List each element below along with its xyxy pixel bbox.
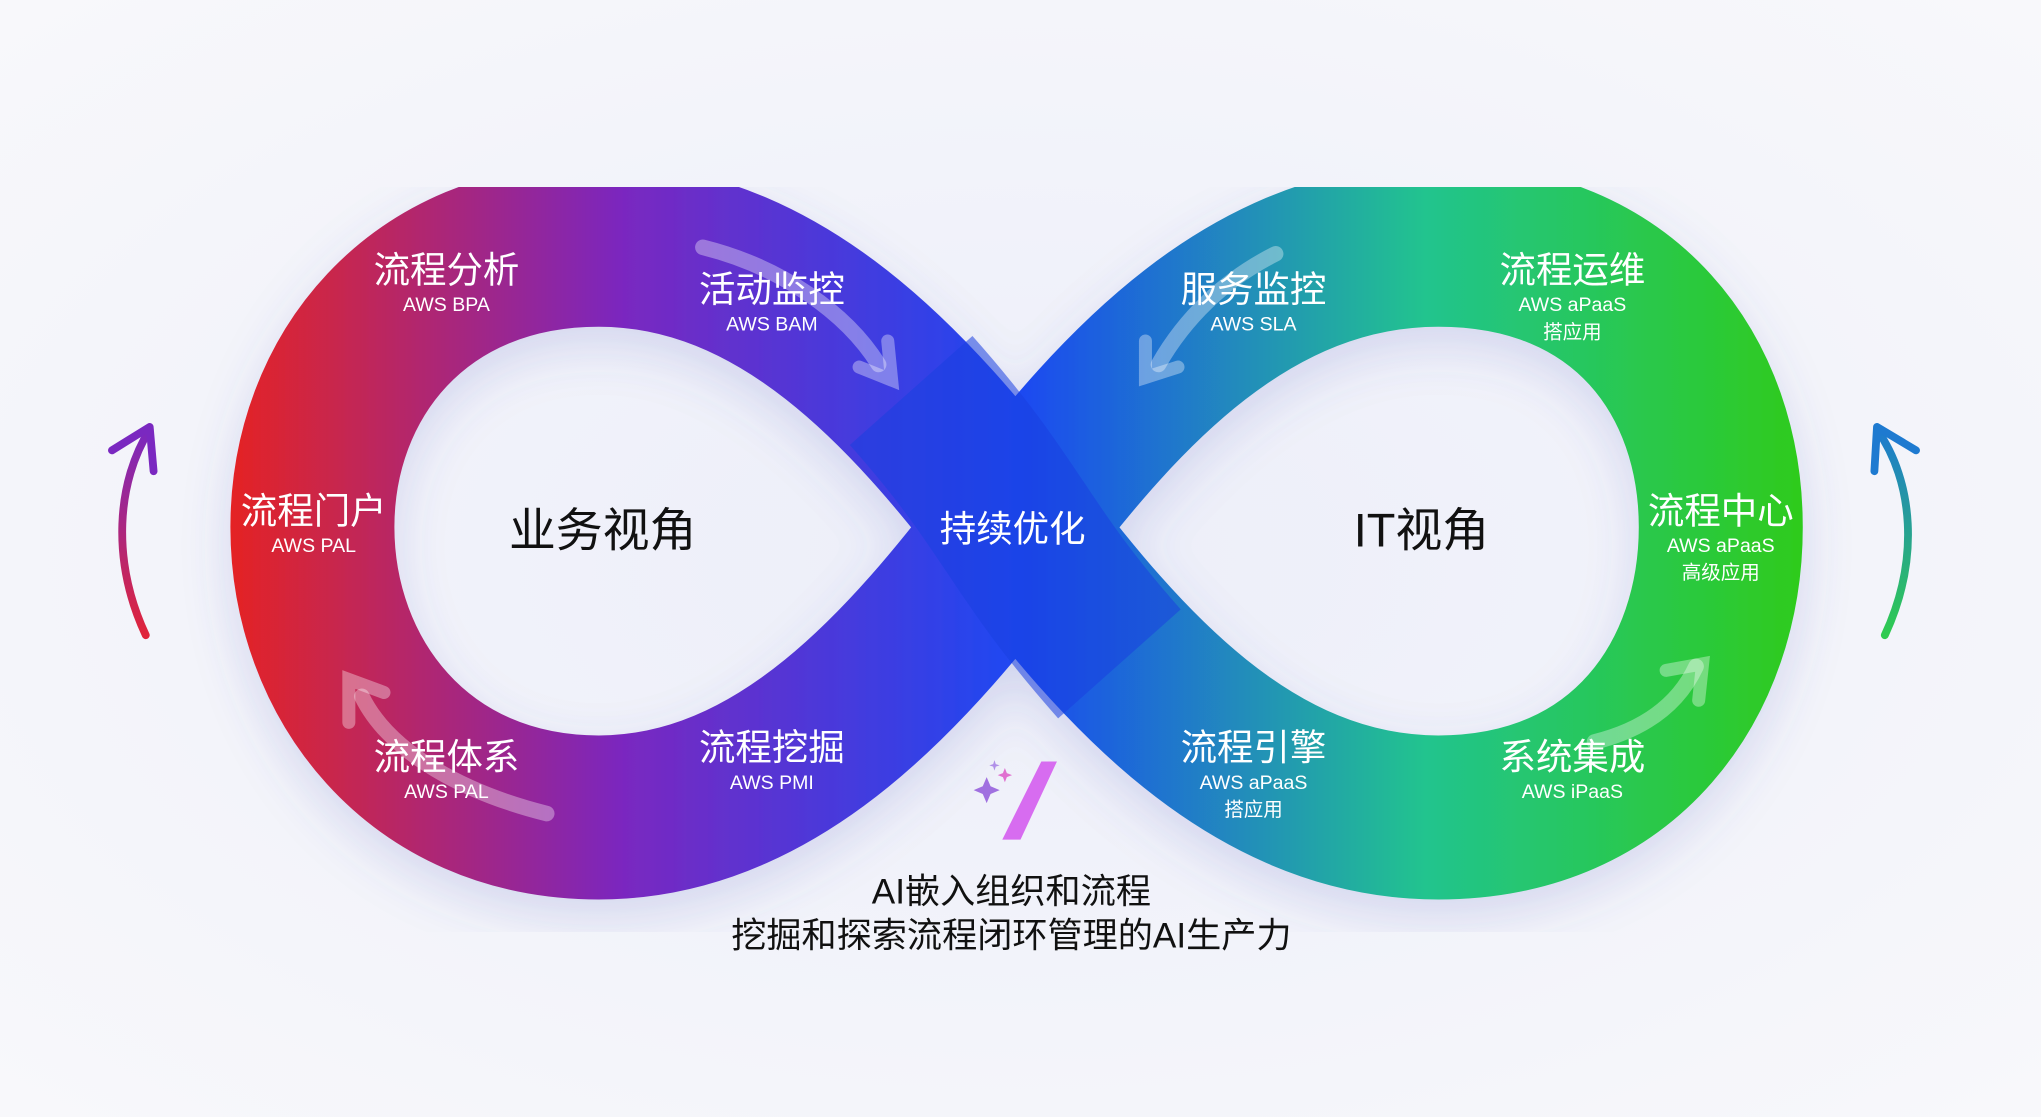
node-activity-monitoring: 活动监控 AWS BAM	[699, 269, 845, 338]
node-title: 活动监控	[698, 269, 845, 310]
node-subtitle: AWS aPaaS	[1518, 294, 1627, 317]
tagline-line-1: AI嵌入组织和流程	[871, 872, 1152, 912]
node-subtitle: AWS PMI	[729, 771, 814, 795]
node-title: 系统集成	[1499, 736, 1646, 778]
node-title: 服务监控	[1180, 269, 1327, 310]
node-subtitle: AWS BAM	[726, 313, 818, 336]
node-process-engine: 流程引擎 AWS aPaaS 搭应用	[1181, 728, 1327, 824]
node-title: 流程体系	[373, 736, 520, 778]
node-process-operations: 流程运维 AWS aPaaS 搭应用	[1500, 250, 1646, 346]
node-title: 流程引擎	[1180, 727, 1327, 768]
node-process-analysis: 流程分析 AWS BPA	[374, 250, 520, 319]
it-perspective-label: IT视角	[1353, 503, 1490, 558]
node-subtitle: AWS PAL	[404, 780, 489, 804]
node-title: 流程分析	[373, 249, 520, 291]
tagline-line-2: 挖掘和探索流程闭环管理的AI生产力	[731, 916, 1292, 956]
ai-sparkle-icon	[973, 760, 1057, 840]
node-title: 流程门户	[240, 490, 387, 532]
node-subtitle: AWS SLA	[1210, 313, 1297, 336]
node-subtitle-2: 搭应用	[1543, 321, 1602, 344]
node-subtitle-2: 搭应用	[1224, 799, 1283, 822]
node-subtitle-2: 高级应用	[1681, 562, 1760, 585]
crossing-overlay	[849, 336, 1181, 719]
node-title: 流程挖掘	[698, 727, 845, 768]
node-subtitle: AWS PAL	[271, 534, 357, 558]
node-subtitle: AWS iPaaS	[1521, 780, 1624, 804]
rotate-left-arrow-icon	[108, 423, 158, 640]
flow-arrows	[342, 239, 1710, 822]
node-process-mining: 流程挖掘 AWS PMI	[699, 728, 845, 797]
node-title: 流程中心	[1647, 490, 1794, 532]
rotate-right-arrow-icon	[1870, 423, 1920, 640]
node-title: 流程运维	[1499, 249, 1646, 291]
node-subtitle: AWS aPaaS	[1199, 771, 1308, 795]
node-subtitle: AWS aPaaS	[1666, 534, 1775, 558]
node-service-monitoring: 服务监控 AWS SLA	[1181, 269, 1327, 338]
node-subtitle: AWS BPA	[403, 294, 490, 317]
continuous-optimization-label: 持续优化	[939, 508, 1086, 550]
business-perspective-label: 业务视角	[508, 503, 697, 558]
